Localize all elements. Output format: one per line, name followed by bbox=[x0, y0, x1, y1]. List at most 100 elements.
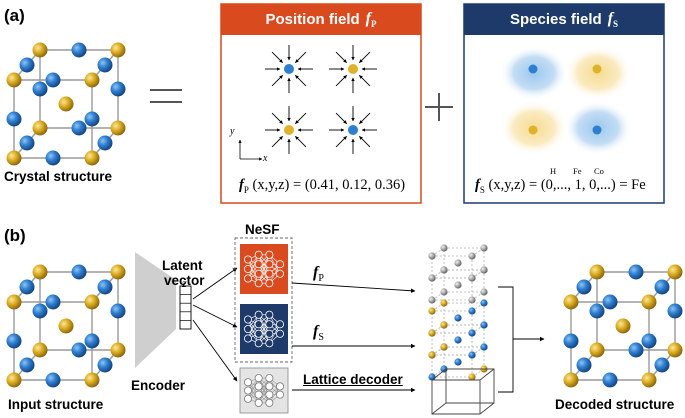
network-node bbox=[243, 274, 252, 283]
net-output-arrows bbox=[291, 282, 416, 393]
gold-atom bbox=[589, 264, 605, 280]
network-node bbox=[265, 382, 274, 391]
position-field-symbol: fP bbox=[365, 9, 377, 30]
network-node bbox=[275, 320, 284, 329]
column-atom bbox=[480, 244, 488, 252]
network-node bbox=[254, 382, 263, 391]
network-node bbox=[265, 320, 274, 329]
decoded-structure-cube bbox=[563, 264, 683, 388]
network-node bbox=[275, 269, 284, 278]
species-field-header bbox=[464, 4, 664, 35]
input-structure-cube bbox=[6, 264, 126, 388]
column-atom bbox=[468, 274, 476, 282]
species-field-title: Species field fS bbox=[509, 9, 619, 30]
network-node bbox=[265, 250, 274, 259]
network-node bbox=[275, 260, 284, 269]
blue-atom bbox=[97, 57, 113, 73]
axis-x-label: x bbox=[263, 153, 268, 164]
decoded-lattice bbox=[431, 368, 495, 415]
blue-atom bbox=[19, 135, 35, 151]
column-atom bbox=[428, 351, 436, 359]
column-atom bbox=[428, 296, 436, 304]
blue-atom bbox=[45, 294, 61, 310]
species-field-formula: fS (x,y,z) = (0,..., 1, 0,...) = Fe bbox=[475, 177, 646, 195]
fs-arrow-label: fS bbox=[313, 323, 324, 344]
gold-atom bbox=[589, 342, 605, 358]
blue-atom bbox=[667, 303, 683, 319]
column-atom bbox=[480, 266, 488, 274]
blue-atom bbox=[6, 111, 22, 127]
gold-atom bbox=[32, 42, 48, 58]
column-atom bbox=[440, 266, 448, 274]
blue-atom bbox=[6, 333, 22, 349]
gold-atom bbox=[84, 294, 100, 310]
network-node bbox=[254, 329, 263, 338]
column-atom bbox=[428, 307, 436, 315]
network-node bbox=[243, 255, 252, 264]
column-atom bbox=[440, 288, 448, 296]
species-atom-gold bbox=[592, 64, 602, 74]
network-node bbox=[265, 310, 274, 319]
network-node bbox=[254, 339, 263, 348]
gold-atom bbox=[84, 372, 100, 388]
gold-atom bbox=[563, 372, 579, 388]
column-atom bbox=[440, 321, 448, 329]
network-node bbox=[243, 394, 252, 403]
species-over-label-h: H bbox=[550, 166, 557, 176]
gold-atom bbox=[110, 42, 126, 58]
position-field-title: Position field fP bbox=[265, 9, 377, 30]
network-node bbox=[265, 398, 274, 407]
column-atom bbox=[480, 299, 488, 307]
blue-atom bbox=[84, 333, 100, 349]
species-atom-gold bbox=[528, 125, 538, 135]
column-atom bbox=[468, 307, 476, 315]
blue-atom bbox=[71, 120, 87, 136]
species-over-label-fe: Fe bbox=[573, 166, 582, 176]
network-node bbox=[254, 390, 263, 399]
network-node bbox=[265, 260, 274, 269]
field-atom bbox=[348, 64, 358, 74]
crystal-cube-a bbox=[6, 42, 126, 166]
latent-label-2: vector bbox=[164, 273, 205, 288]
species-over-label-co: Co bbox=[594, 166, 604, 176]
blue-atom bbox=[71, 342, 87, 358]
network-node bbox=[243, 378, 252, 387]
crystal-structure-caption: Crystal structure bbox=[4, 169, 113, 184]
network-node bbox=[254, 320, 263, 329]
blue-atom bbox=[19, 57, 35, 73]
species-halos bbox=[500, 46, 632, 155]
blue-atom bbox=[19, 279, 35, 295]
gold-atom bbox=[6, 72, 22, 88]
blue-atom bbox=[32, 303, 48, 319]
merge-bracket bbox=[498, 286, 545, 393]
gold-atom bbox=[667, 342, 683, 358]
input-structure-caption: Input structure bbox=[8, 397, 104, 412]
decoded-structure-caption: Decoded structure bbox=[555, 397, 675, 412]
network-node bbox=[254, 250, 263, 259]
latent-symbol: z bbox=[182, 276, 187, 290]
position-field-header bbox=[221, 4, 421, 35]
gold-atom bbox=[32, 264, 48, 280]
column-atom bbox=[454, 259, 462, 267]
gold-atom bbox=[641, 372, 657, 388]
network-node bbox=[243, 315, 252, 324]
gold-atom bbox=[110, 120, 126, 136]
network-node bbox=[254, 279, 263, 288]
gold-atom bbox=[58, 96, 74, 112]
blue-atom bbox=[563, 333, 579, 349]
nesf-label: NeSF bbox=[245, 222, 280, 237]
gold-atom bbox=[58, 318, 74, 334]
network-node bbox=[254, 260, 263, 269]
nesf-dashed-box bbox=[234, 237, 293, 363]
blue-atom bbox=[628, 264, 644, 280]
blue-atom bbox=[654, 279, 670, 295]
column-atom bbox=[440, 299, 448, 307]
network-node bbox=[265, 279, 274, 288]
blue-atom bbox=[97, 279, 113, 295]
gold-atom bbox=[641, 294, 657, 310]
blue-atom bbox=[71, 264, 87, 280]
gold-atom bbox=[84, 150, 100, 166]
blue-atom bbox=[654, 357, 670, 373]
panel-b-label: (b) bbox=[4, 226, 26, 245]
network-node bbox=[265, 269, 274, 278]
